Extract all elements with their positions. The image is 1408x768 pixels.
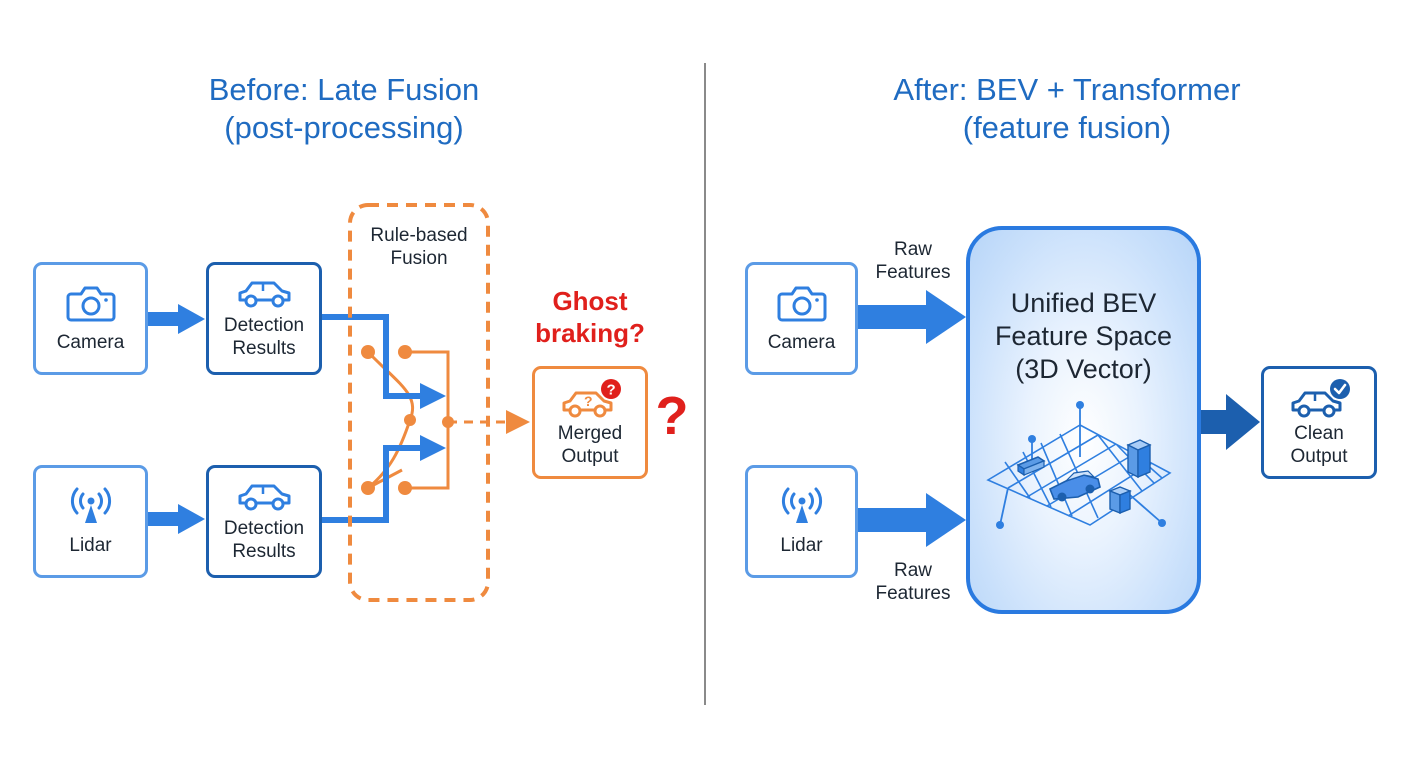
feature-fusion-arrows: [858, 290, 1260, 547]
fusion-line2: Fusion: [390, 248, 448, 269]
camera-icon: [66, 286, 115, 322]
right-title-line1: After: BEV + Transformer: [893, 72, 1241, 107]
camera-raw-features-arrow: [858, 290, 966, 344]
detection-top-line2: Results: [232, 337, 296, 359]
car-check-icon: [1291, 378, 1350, 417]
ghost-line1: Ghost: [552, 286, 628, 316]
raw-features-bottom-label: Raw Features: [860, 559, 966, 605]
bev-line3: (3D Vector): [1015, 354, 1152, 384]
lidar-raw-features-arrow: [858, 493, 966, 547]
clean-line1: Clean: [1294, 422, 1344, 444]
lidar-antenna-icon: [781, 487, 822, 523]
detection-routing-arrowheads: [420, 383, 446, 461]
merged-line2: Output: [561, 445, 619, 467]
detection-results-top-node: Detection Results: [206, 262, 322, 375]
bev-line1: Unified BEV: [1010, 288, 1157, 318]
detection-bottom-line1: Detection: [223, 517, 305, 539]
right-lidar-label: Lidar: [780, 535, 823, 556]
bev-title: Unified BEV Feature Space (3D Vector): [976, 287, 1191, 386]
lidar-to-detection-arrow: [148, 504, 205, 534]
bev-grid-scene-icon: [986, 401, 1172, 529]
right-lidar-node: Lidar: [745, 465, 858, 578]
ghost-braking-warning: Ghost braking?: [520, 285, 660, 349]
section-divider: [704, 63, 706, 705]
car-icon: [238, 281, 291, 307]
left-title-line1: Before: Late Fusion: [208, 72, 480, 107]
right-camera-node: Camera: [745, 262, 858, 375]
uncertainty-question-mark: ?: [655, 386, 689, 446]
detection-top-line1: Detection: [223, 314, 305, 336]
detection-results-bottom-node: Detection Results: [206, 465, 322, 578]
car-icon: [238, 484, 291, 510]
bev-line2: Feature Space: [994, 321, 1173, 351]
clean-output-node: Clean Output: [1261, 366, 1377, 479]
left-title-line2: (post-processing): [224, 110, 464, 145]
right-camera-label: Camera: [767, 332, 836, 353]
bev-to-output-arrow: [1200, 394, 1260, 450]
fusion-to-merged-arrow: [506, 410, 530, 434]
rule-based-fusion-label: Rule-based Fusion: [352, 224, 486, 270]
rule-based-fusion-region: [348, 203, 490, 602]
camera-icon: [777, 286, 826, 322]
raw-top-line1: Raw: [893, 239, 932, 260]
left-title: Before: Late Fusion (post-processing): [144, 71, 544, 147]
ghost-line2: braking?: [535, 318, 645, 348]
svg-text:?: ?: [584, 393, 593, 409]
fusion-line1: Rule-based: [370, 225, 468, 246]
raw-bottom-line2: Features: [875, 583, 951, 604]
left-lidar-node: Lidar: [33, 465, 148, 578]
detection-results-bottom-label: Detection Results: [224, 517, 304, 563]
unified-bev-feature-space: [966, 226, 1201, 614]
detection-results-top-label: Detection Results: [224, 314, 304, 360]
svg-text:?: ?: [607, 381, 616, 398]
left-camera-node: Camera: [33, 262, 148, 375]
merged-output-node: ? ? Merged Output: [532, 366, 648, 479]
clean-line2: Output: [1290, 445, 1348, 467]
detection-bottom-line2: Results: [232, 540, 296, 562]
fusion-switch-dots: [361, 345, 454, 495]
left-lidar-label: Lidar: [69, 535, 112, 556]
lidar-antenna-icon: [70, 487, 111, 523]
merged-output-label: Merged Output: [558, 422, 622, 468]
detection-routing-lines: [322, 314, 425, 523]
right-title: After: BEV + Transformer (feature fusion…: [847, 71, 1287, 147]
raw-features-top-label: Raw Features: [860, 238, 966, 284]
left-camera-label: Camera: [56, 332, 125, 353]
merged-line1: Merged: [557, 422, 623, 444]
clean-output-label: Clean Output: [1290, 422, 1347, 468]
late-fusion-connectors: [148, 203, 530, 602]
right-title-line2: (feature fusion): [962, 110, 1172, 145]
raw-top-line2: Features: [875, 262, 951, 283]
camera-to-detection-arrow: [148, 304, 205, 334]
raw-bottom-line1: Raw: [893, 560, 932, 581]
car-question-icon: ? ?: [562, 378, 621, 417]
